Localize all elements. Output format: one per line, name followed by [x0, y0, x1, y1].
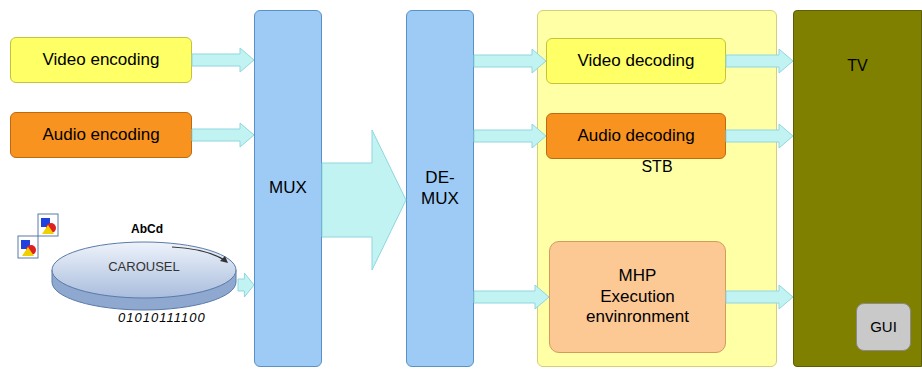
demux-block: DE- MUX — [406, 10, 474, 367]
block-arrow — [474, 285, 549, 309]
node-text: MUX — [269, 178, 307, 198]
data-icon — [18, 236, 38, 258]
process-box: Video decoding — [546, 38, 726, 84]
disk-shape — [50, 240, 238, 312]
block-arrow — [474, 49, 546, 73]
tv-panel: TV GUI — [793, 10, 922, 367]
process-box: Video encoding — [10, 37, 192, 83]
block-arrow — [474, 124, 546, 148]
text-sample: AbCd — [131, 222, 163, 236]
process-box: Audio decoding — [546, 113, 726, 159]
block-arrow — [192, 48, 254, 72]
block-arrow — [192, 123, 254, 147]
execution-box: MHP Execution envinronment — [549, 241, 726, 353]
node-text: STB — [538, 157, 776, 176]
mux-block: MUX — [254, 10, 322, 367]
node-text: GUI — [870, 318, 897, 336]
node-text: Audio encoding — [42, 125, 159, 145]
carousel-disk: CAROUSEL — [50, 240, 238, 312]
bit-string: 01010111100 — [118, 310, 206, 325]
process-box: Audio encoding — [10, 112, 192, 158]
node-text: CAROUSEL — [50, 259, 238, 275]
node-text: Video encoding — [43, 50, 160, 70]
node-text: MHP Execution envinronment — [582, 266, 694, 327]
node-text: DE- MUX — [412, 168, 468, 209]
data-icon — [38, 214, 58, 236]
block-arrow — [322, 130, 406, 270]
node-text: TV — [794, 56, 921, 75]
block-arrow — [238, 273, 254, 297]
gui-box: GUI — [856, 303, 911, 351]
node-text: Video decoding — [578, 51, 695, 71]
node-text: Audio decoding — [577, 126, 694, 146]
